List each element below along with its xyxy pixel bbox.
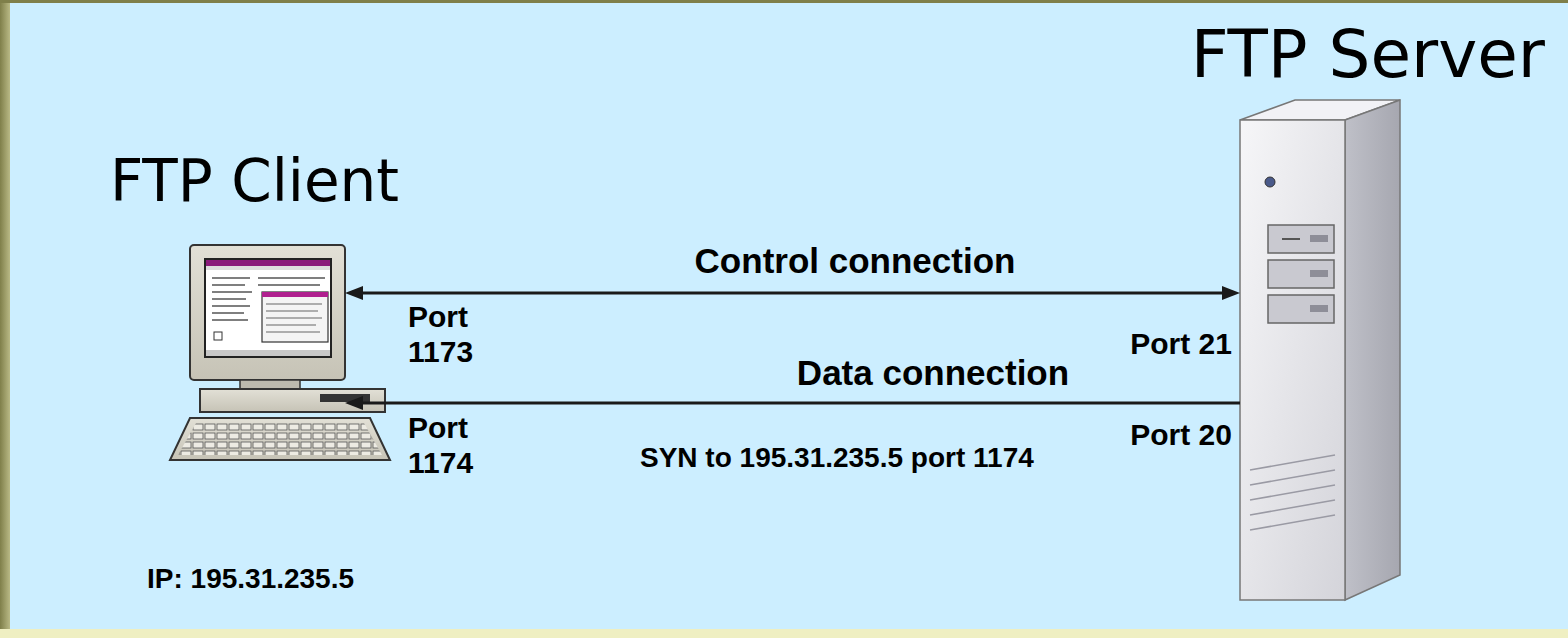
connection-label: Control connection [695, 241, 1016, 281]
port-label: Port 1173 [408, 300, 473, 369]
port-label: Port 20 [1130, 418, 1232, 453]
connection-arrow [345, 396, 1240, 410]
arrow-head [345, 286, 363, 300]
syn-note: SYN to 195.31.235.5 port 1174 [640, 442, 1034, 474]
connection-line [359, 292, 1226, 295]
client-computer: FTP ClientIP: 195.31.235.5 [165, 245, 345, 465]
arrow-head [1222, 286, 1240, 300]
node-heading: FTP Client [110, 148, 399, 215]
server-illustration [1240, 100, 1400, 600]
computer-illustration [170, 245, 390, 460]
port-label: Port 21 [1130, 327, 1232, 362]
connection-line [359, 402, 1240, 405]
ip-address: IP: 195.31.235.5 [147, 563, 354, 595]
arrow-head [345, 396, 363, 410]
port-label: Port 1174 [408, 411, 473, 480]
connection-label: Data connection [797, 353, 1069, 393]
node-heading: FTP Server [1191, 17, 1545, 93]
server-tower: FTP Server [1240, 105, 1340, 595]
connection-arrow [345, 286, 1240, 300]
